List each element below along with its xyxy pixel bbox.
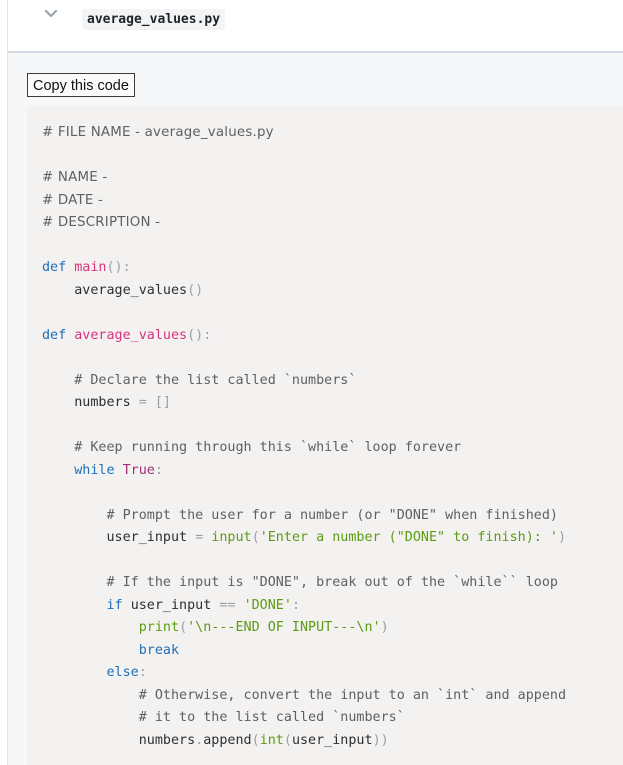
left-border [7, 0, 8, 765]
code-token: user_input [291, 732, 373, 748]
code-line [42, 347, 566, 370]
code-line: # Prompt the user for a number (or "DONE… [42, 505, 566, 528]
code-token: user_input [130, 597, 220, 613]
code-token: = [195, 530, 212, 545]
code-line: if user_input == 'DONE': [42, 595, 566, 618]
code-line [42, 302, 566, 325]
code-token: # Declare the list called `numbers` [42, 372, 357, 388]
code-block[interactable]: # FILE NAME - average_values.py # NAME -… [27, 106, 623, 765]
code-token: average_values [42, 282, 188, 298]
code-line [42, 145, 566, 168]
code-token: # Prompt the user for a number (or "DONE… [42, 507, 558, 523]
code-token: () [187, 282, 204, 298]
code-token: : [154, 462, 163, 478]
code-line: def average_values(): [42, 325, 566, 348]
code-token: # DESCRIPTION - [42, 215, 161, 230]
chevron-down-icon[interactable] [44, 9, 58, 19]
code-token: input [211, 530, 252, 545]
code-token: # NAME - [42, 170, 108, 185]
code-token: )) [372, 732, 389, 748]
code-line: while True: [42, 460, 566, 483]
copy-code-button[interactable]: Copy this code [27, 73, 135, 97]
code-line: # it to the list called `numbers` [42, 707, 566, 730]
code-token: user_input [42, 530, 196, 545]
code-token: ) [380, 620, 389, 635]
code-line: break [42, 640, 566, 663]
code-token: : [138, 665, 147, 680]
code-token: ( [179, 620, 188, 635]
code-token: # DATE - [42, 192, 104, 208]
code-line: # NAME - [42, 167, 566, 190]
code-line: def main(): [42, 257, 566, 280]
code-token: print [42, 620, 180, 635]
code-token: # If the input is "DONE", break out of t… [42, 575, 558, 590]
code-token: # FILE NAME - average_values.py [42, 125, 274, 140]
code-token: numbers [42, 732, 196, 748]
code-token: = [] [138, 395, 171, 410]
code-line [42, 235, 566, 258]
file-name: average_values.py [82, 9, 226, 30]
code-token: numbers [42, 395, 139, 410]
code-token: break [42, 642, 180, 658]
code-line: # If the input is "DONE", break out of t… [42, 572, 566, 595]
code-token: # Keep running through this `while` loop… [42, 440, 462, 455]
code-token: ( [283, 732, 292, 748]
code-line: numbers = [] [42, 392, 566, 415]
code-line: # Keep running through this `while` loop… [42, 437, 566, 460]
code-line: # Otherwise, convert the input to an `in… [42, 685, 566, 708]
code-token: : [291, 597, 300, 613]
code-lines: # FILE NAME - average_values.py # NAME -… [42, 122, 566, 752]
code-token: 'DONE' [243, 597, 292, 613]
code-token: # it to the list called `numbers` [42, 710, 405, 725]
code-token: '\n---END OF INPUT---\n' [187, 620, 381, 635]
code-line: # DESCRIPTION - [42, 212, 566, 235]
code-line: # DATE - [42, 190, 566, 213]
code-line: # FILE NAME - average_values.py [42, 122, 566, 145]
code-line [42, 550, 566, 573]
code-token: # Otherwise, convert the input to an `in… [42, 687, 567, 703]
code-line: user_input = input('Enter a number ("DON… [42, 527, 566, 550]
code-line [42, 415, 566, 438]
code-token: else [42, 665, 139, 680]
code-line: # Declare the list called `numbers` [42, 370, 566, 393]
file-header[interactable]: average_values.py [8, 0, 623, 53]
code-line [42, 482, 566, 505]
code-token: ) [557, 530, 567, 545]
code-token: if [42, 597, 131, 613]
code-line: numbers.append(int(user_input)) [42, 730, 566, 753]
code-token: int [259, 732, 284, 748]
code-token: == [219, 597, 244, 613]
code-token: def [42, 327, 75, 343]
code-token: ( [251, 530, 260, 545]
code-token: (): [106, 260, 131, 275]
code-token: def [42, 260, 75, 275]
code-token: append [203, 732, 252, 748]
code-token: . [195, 732, 204, 748]
code-token: average_values [74, 327, 188, 343]
code-token: while [42, 462, 123, 478]
code-token: ( [251, 732, 260, 748]
code-token: (): [187, 327, 212, 343]
code-line: print('\n---END OF INPUT---\n') [42, 617, 566, 640]
code-token: True [122, 462, 155, 478]
code-token: 'Enter a number ("DONE" to finish): ' [259, 530, 558, 545]
code-line: else: [42, 662, 566, 685]
code-line: average_values() [42, 280, 566, 303]
code-section: Copy this code # FILE NAME - average_val… [8, 53, 623, 765]
code-token: main [74, 260, 107, 275]
